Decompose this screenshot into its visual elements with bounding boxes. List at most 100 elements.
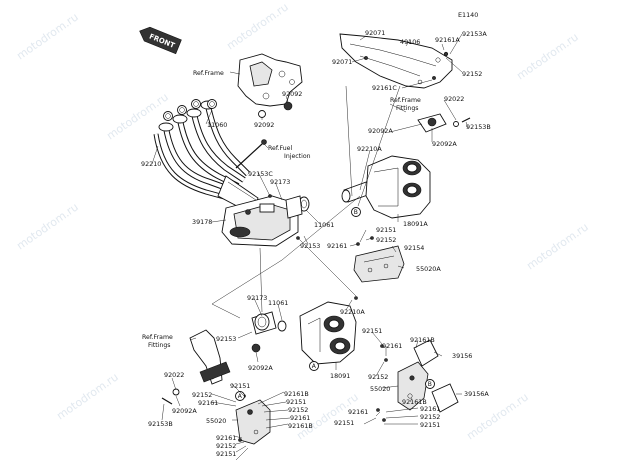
exhaust-gaskets-11060 xyxy=(163,99,217,121)
ref-mark-A-mid: A xyxy=(309,361,319,371)
callout: 55020 xyxy=(206,417,226,425)
callout: 92210 xyxy=(141,160,161,168)
callout: 92161 xyxy=(198,399,218,407)
front-arrow: FRONT xyxy=(139,26,182,55)
callout: 11061 xyxy=(268,299,288,307)
callout-labels: 92071 49106 92161A 92153A 92071 92152 92… xyxy=(141,29,491,458)
muffler-18091 xyxy=(299,301,357,365)
callout: 92153 xyxy=(216,335,236,343)
callout: 92161 xyxy=(420,405,440,413)
ref-mark-A-left: A xyxy=(235,391,245,401)
callout: 92022 xyxy=(444,95,464,103)
callout: 92153 xyxy=(300,242,320,250)
watermark-text: motodrom.ru xyxy=(104,90,171,142)
watermark-text: motodrom.ru xyxy=(514,30,581,82)
callout: 92210A xyxy=(357,145,382,153)
callout: 92152 xyxy=(368,373,388,381)
callout: 39178 xyxy=(192,218,212,226)
callout: 92152 xyxy=(376,236,396,244)
callout: 92071 xyxy=(365,29,385,37)
watermark-text: motodrom.ru xyxy=(224,0,291,52)
callout: 92152 xyxy=(192,391,212,399)
callout: 92092A xyxy=(368,127,393,135)
callout: 92151 xyxy=(216,450,236,458)
callout: 92151 xyxy=(376,226,396,234)
svg-text:A: A xyxy=(312,363,317,370)
cover-55020-right xyxy=(397,361,429,411)
callout: 92161B xyxy=(288,422,313,430)
callout: 92092A xyxy=(432,140,457,148)
callout: 92153B xyxy=(148,420,173,428)
callout: 92161 xyxy=(216,434,236,442)
callout: 92151 xyxy=(420,421,440,429)
connector-pipe-low xyxy=(251,311,287,353)
connector-pipe-top xyxy=(285,195,310,219)
callout: 39156A xyxy=(464,390,489,398)
callout: 92151 xyxy=(286,398,306,406)
callout: 92161 xyxy=(382,342,402,350)
callout: 92022 xyxy=(164,371,184,379)
sensor-rod xyxy=(235,143,263,169)
callout: 92151 xyxy=(334,419,354,427)
watermark-layer: motodrom.ru motodrom.ru motodrom.ru moto… xyxy=(14,0,591,442)
callout: 92071 xyxy=(332,58,352,66)
watermark-text: motodrom.ru xyxy=(524,220,591,272)
note-ref-frame-fittings-left-2: Fittings xyxy=(148,342,170,349)
callout: 92161 xyxy=(290,414,310,422)
assembly-lines xyxy=(211,85,401,319)
callout: 92210A xyxy=(340,308,365,316)
callout: 92092 xyxy=(254,121,274,129)
callout: 92152 xyxy=(420,413,440,421)
callout: 92161C xyxy=(372,84,397,92)
note-ref-frame-fittings-right-2: Fittings xyxy=(396,105,418,112)
svg-text:B: B xyxy=(428,381,432,388)
cover-55020A xyxy=(353,245,405,283)
callout: 92152 xyxy=(288,406,308,414)
callout: 92153C xyxy=(248,170,273,178)
callout: 92152 xyxy=(216,442,236,450)
svg-text:B: B xyxy=(354,209,358,216)
footrest-bracket-left xyxy=(161,329,231,405)
ref-mark-B-top: B xyxy=(351,207,361,217)
callout: 92161B xyxy=(410,336,435,344)
callout: 92152 xyxy=(462,70,482,78)
nut-92092-b xyxy=(258,110,266,118)
ref-mark-B-right: B xyxy=(425,379,435,389)
exhaust-chamber-39178 xyxy=(221,195,299,247)
note-ref-frame-fittings-right: Ref.Frame xyxy=(390,97,421,104)
exhaust-header-pipes xyxy=(153,100,259,215)
callout: 55020A xyxy=(416,265,441,273)
nut-92092 xyxy=(283,101,293,111)
sensor-tip xyxy=(261,139,267,145)
callout: 92151 xyxy=(230,382,250,390)
callout: 18091A xyxy=(403,220,428,228)
note-ref-fuel-injection: Ref.Fuel xyxy=(268,145,292,152)
svg-text:A: A xyxy=(238,393,243,400)
note-ref-frame: Ref.Frame xyxy=(193,70,224,77)
cover-55020-left xyxy=(235,399,271,445)
callout: 92161B xyxy=(284,390,309,398)
callout: 92173 xyxy=(270,178,290,186)
callout: 92153B xyxy=(466,123,491,131)
callout: 92161B xyxy=(402,398,427,406)
callout: 11061 xyxy=(314,221,334,229)
callout: 92092 xyxy=(282,90,302,98)
leader-lines xyxy=(151,33,469,461)
callout: 39156 xyxy=(452,352,472,360)
callout: 92154 xyxy=(404,244,424,252)
watermark-text: motodrom.ru xyxy=(54,370,121,422)
note-ref-fuel-injection-2: Injection xyxy=(284,153,311,160)
callout: 92092A xyxy=(248,364,273,372)
mount-bracket-top xyxy=(417,113,471,133)
callout: 92092A xyxy=(172,407,197,415)
callout: 92161 xyxy=(327,242,347,250)
watermark-text: motodrom.ru xyxy=(14,10,81,62)
callout: 92173 xyxy=(247,294,267,302)
callout: 92153A xyxy=(462,30,487,38)
diagram-code: E1140 xyxy=(458,11,478,19)
note-ref-frame-fittings-left: Ref.Frame xyxy=(142,334,173,341)
callout: 92161 xyxy=(348,408,368,416)
callout: 92161A xyxy=(435,36,460,44)
heat-shield-39156 xyxy=(413,339,439,367)
